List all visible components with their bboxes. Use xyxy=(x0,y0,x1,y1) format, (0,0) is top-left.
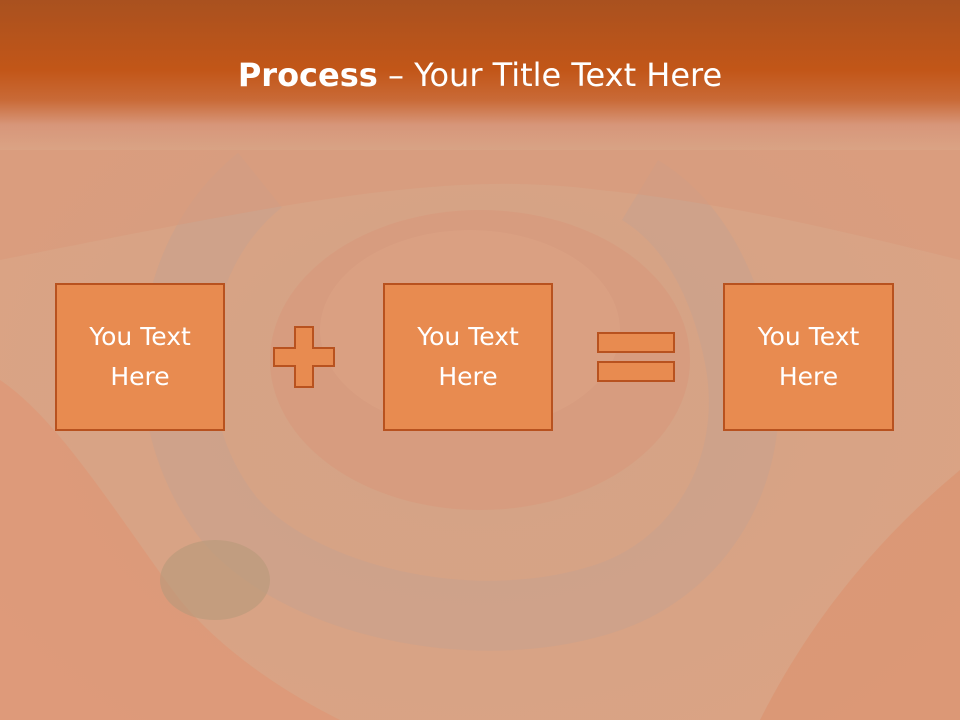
text-box-3-label: You Text Here xyxy=(757,322,860,391)
plus-icon xyxy=(273,326,335,388)
text-box-1[interactable]: You Text Here xyxy=(55,283,225,431)
text-box-1-label: You Text Here xyxy=(89,322,191,391)
title-rest-part: – Your Title Text Here xyxy=(377,56,723,94)
text-box-3[interactable]: You Text Here xyxy=(723,283,894,431)
title-band xyxy=(0,0,960,150)
title-bold-part: Process xyxy=(237,56,378,94)
text-box-2[interactable]: You Text Here xyxy=(383,283,553,431)
equals-icon xyxy=(597,332,675,382)
text-box-2-label: You Text Here xyxy=(417,322,519,391)
slide-title: Process – Your Title Text Here xyxy=(0,52,960,98)
